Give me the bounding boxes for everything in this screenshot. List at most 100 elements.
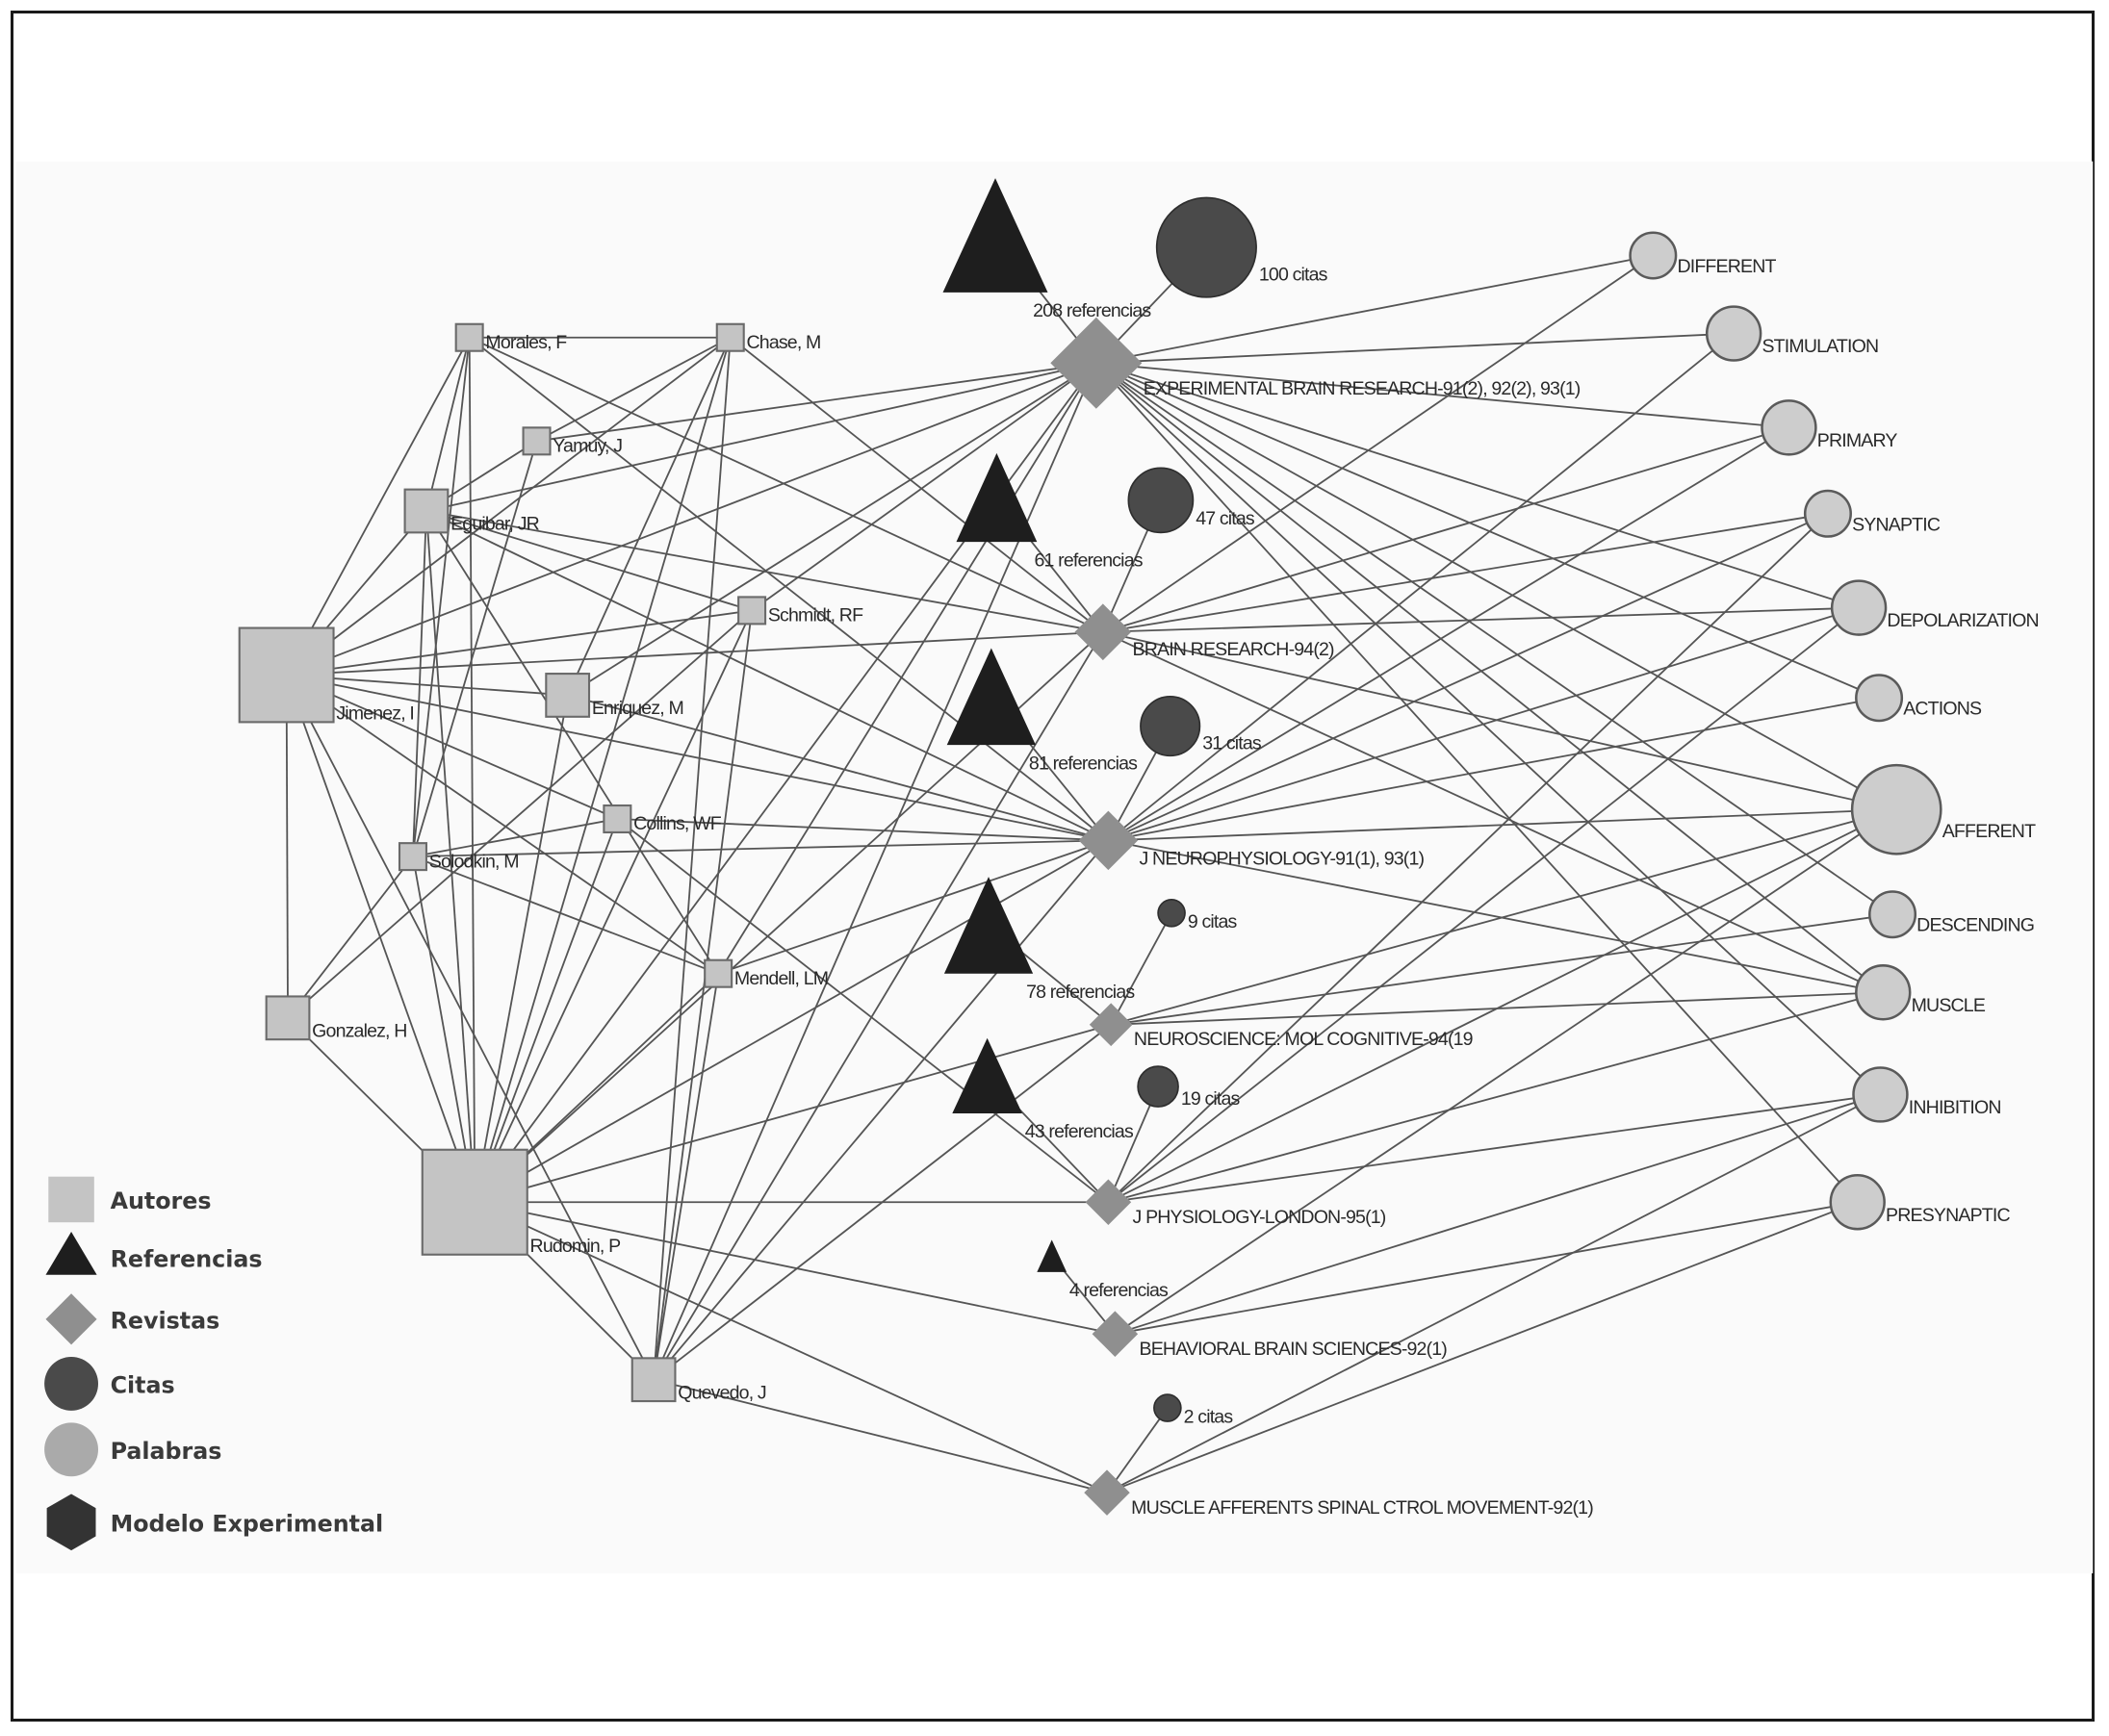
word-node-presynaptic[interactable] — [1829, 1174, 1886, 1231]
author-label-enriquez: Enriquez, M — [592, 698, 683, 719]
edge-rudomin-bbs — [475, 1201, 1116, 1336]
reference-triangle-icon — [1037, 1239, 1067, 1272]
legend-label-author: Autores — [111, 1187, 212, 1214]
edge-solodkin-jn — [412, 839, 1109, 858]
author-node-schmidt[interactable] — [737, 596, 767, 625]
edge-ebr-depolarization — [1095, 362, 1860, 609]
edge-yamuy-ebr — [536, 362, 1096, 443]
reference-node-ebr[interactable] — [942, 178, 1048, 293]
word-node-depolarization[interactable] — [1830, 579, 1888, 636]
word-label-descending: DESCENDING — [1916, 915, 2034, 936]
edge-morales-eguibar — [425, 337, 471, 512]
reference-node-jpl[interactable] — [952, 1037, 1022, 1114]
author-node-chase[interactable] — [715, 322, 745, 352]
journal-node-ebr[interactable] — [1050, 317, 1143, 409]
legend-item-reference: Referencias — [45, 1231, 263, 1275]
journal-diamond-icon — [1050, 317, 1143, 409]
word-label-afferent: AFFERENT — [1942, 821, 2036, 842]
edge-br-primary — [1102, 426, 1789, 633]
square-icon — [48, 1176, 94, 1223]
word-node-descending[interactable] — [1868, 890, 1917, 939]
edge-mas-inhibition — [1106, 1093, 1881, 1493]
citation-node-ebr[interactable] — [1155, 196, 1257, 298]
journal-node-br[interactable] — [1074, 603, 1132, 661]
author-node-gonzalez[interactable] — [265, 995, 311, 1041]
reference-triangle-icon — [943, 877, 1034, 974]
author-square-icon — [454, 322, 484, 352]
edge-collins-solodkin — [412, 818, 618, 858]
word-node-inhibition[interactable] — [1852, 1066, 1909, 1123]
citation-node-jn[interactable] — [1140, 695, 1201, 757]
reference-label-nmc: 78 referencias — [1026, 982, 1135, 1003]
reference-node-br[interactable] — [956, 452, 1038, 543]
edge-nmc-descending — [1111, 913, 1893, 1026]
reference-node-bbs[interactable] — [1037, 1239, 1067, 1272]
author-label-solodkin: Solodkin, M — [429, 851, 519, 872]
legend-item-model: Modelo Experimental — [46, 1493, 383, 1551]
edge-mendell-ebr — [717, 362, 1097, 975]
word-circle-icon — [1705, 305, 1762, 362]
author-square-icon — [265, 995, 311, 1041]
journal-node-bbs[interactable] — [1092, 1311, 1139, 1357]
author-node-quevedo[interactable] — [630, 1357, 677, 1403]
author-square-icon — [630, 1357, 677, 1403]
author-node-mendell[interactable] — [704, 958, 733, 988]
edge-enriquez-rudomin — [474, 695, 569, 1203]
legend-label-citation: Citas — [111, 1372, 175, 1399]
word-circle-icon — [1850, 763, 1942, 855]
author-node-yamuy[interactable] — [522, 426, 552, 456]
edge-schmidt-rudomin — [474, 610, 753, 1203]
edge-br-different — [1102, 254, 1654, 633]
author-label-chase: Chase, M — [747, 332, 821, 353]
author-node-solodkin[interactable] — [398, 842, 427, 872]
author-node-jimenez[interactable] — [238, 626, 335, 724]
edge-eguibar-jn — [425, 510, 1109, 842]
author-label-quevedo: Quevedo, J — [678, 1382, 766, 1403]
word-node-primary[interactable] — [1761, 399, 1817, 456]
word-node-different[interactable] — [1629, 231, 1678, 280]
edge-eguibar-schmidt — [425, 510, 753, 612]
reference-label-jpl: 43 referencias — [1025, 1121, 1134, 1142]
light-circle-icon — [44, 1422, 99, 1477]
author-label-rudomin: Rudomin, P — [530, 1236, 621, 1257]
edge-ebr-presynaptic — [1095, 362, 1859, 1203]
word-circle-icon — [1855, 674, 1904, 723]
reference-node-nmc[interactable] — [943, 877, 1034, 974]
author-label-eguibar: Eguibar, JR — [450, 514, 540, 535]
journal-label-jpl: J PHYSIOLOGY-LONDON-95(1) — [1133, 1207, 1386, 1228]
author-node-morales[interactable] — [454, 322, 484, 352]
edge-bbs-inhibition — [1115, 1093, 1881, 1336]
author-node-rudomin[interactable] — [421, 1148, 528, 1256]
author-square-icon — [545, 673, 591, 718]
word-label-actions: ACTIONS — [1903, 699, 1982, 720]
citation-node-nmc[interactable] — [1157, 898, 1186, 928]
word-node-actions[interactable] — [1855, 674, 1904, 723]
edge-jn-muscle — [1108, 839, 1884, 994]
edge-mendell-jn — [717, 839, 1109, 975]
edge-chase-br — [730, 337, 1104, 633]
edge-nmc-cit_nmc — [1110, 912, 1172, 1026]
legend-item-citation: Citas — [44, 1356, 175, 1411]
author-node-enriquez[interactable] — [545, 673, 591, 718]
author-node-collins[interactable] — [603, 804, 632, 834]
word-label-different: DIFFERENT — [1677, 256, 1776, 277]
journal-diamond-icon — [1078, 810, 1139, 871]
edge-chase-jimenez — [286, 337, 732, 677]
edge-ebr-descending — [1095, 362, 1893, 915]
author-square-icon — [421, 1148, 528, 1256]
word-node-stimulation[interactable] — [1705, 305, 1762, 362]
word-node-muscle[interactable] — [1855, 964, 1912, 1021]
citation-node-br[interactable] — [1127, 467, 1195, 534]
word-node-afferent[interactable] — [1850, 763, 1942, 855]
journal-node-jn[interactable] — [1078, 810, 1139, 871]
citation-node-jpl[interactable] — [1137, 1065, 1179, 1108]
author-node-eguibar[interactable] — [403, 488, 450, 534]
reference-node-jn[interactable] — [946, 648, 1036, 746]
word-node-synaptic[interactable] — [1803, 489, 1852, 538]
citation-node-mas[interactable] — [1153, 1393, 1182, 1422]
word-circle-icon — [1829, 1174, 1886, 1231]
edge-rudomin-nmc — [475, 1023, 1112, 1204]
journal-label-bbs: BEHAVIORAL BRAIN SCIENCES-92(1) — [1140, 1339, 1448, 1360]
edge-ebr-afferent — [1095, 362, 1897, 811]
journal-node-nmc[interactable] — [1089, 1003, 1133, 1047]
